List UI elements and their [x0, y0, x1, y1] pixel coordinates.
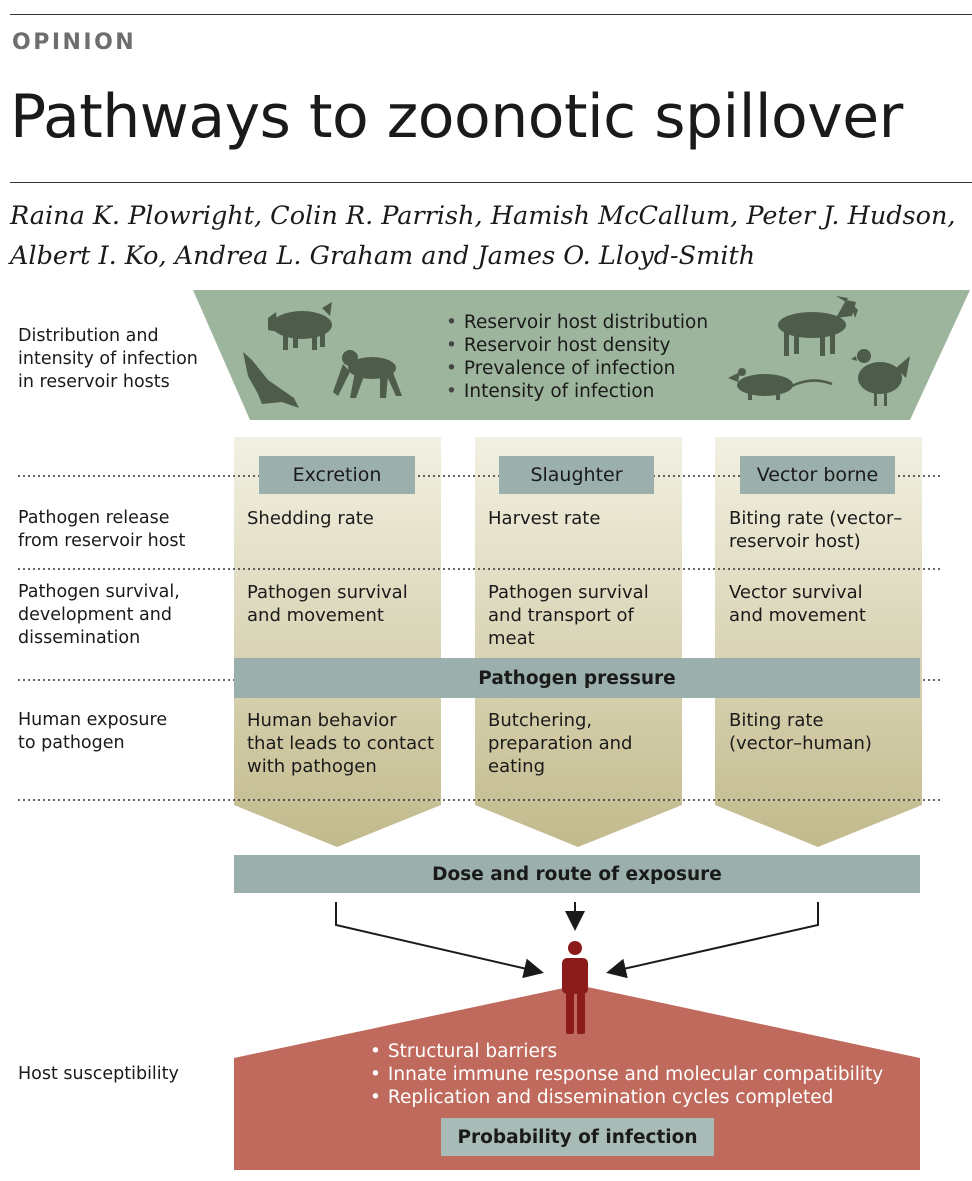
row-label-release: Pathogen release from reservoir host [18, 507, 218, 553]
reservoir-bullet: Intensity of infection [446, 380, 708, 403]
author-list: Raina K. Plowright, Colin R. Parrish, Ha… [10, 196, 970, 276]
cell-slaughter-exposure: Butchering, preparation and eating [488, 709, 632, 778]
cell-line: eating [488, 756, 545, 777]
row-label-line: intensity of infection [18, 349, 198, 369]
cell-line: Shedding rate [247, 508, 374, 529]
cell-line: Pathogen survival [247, 582, 408, 603]
reservoir-bullet: Prevalence of infection [446, 357, 708, 380]
cell-line: Human behavior [247, 710, 397, 731]
cell-line: and movement [729, 605, 866, 626]
title-rule [10, 182, 972, 183]
pathogen-pressure-bar: Pathogen pressure [234, 658, 920, 698]
reservoir-bullet: Reservoir host density [446, 334, 708, 357]
top-rule [10, 14, 972, 15]
bat-icon [243, 352, 299, 408]
cell-line: preparation and [488, 733, 633, 754]
column-excretion [234, 437, 441, 847]
goat-icon [778, 296, 858, 356]
authors-line-1: Raina K. Plowright, Colin R. Parrish, Ha… [10, 201, 956, 231]
person-icon [562, 941, 588, 1034]
cell-vector-survival: Vector survival and movement [729, 581, 866, 627]
chicken-icon [851, 349, 910, 406]
column-heading-vector: Vector borne [740, 456, 895, 494]
cell-slaughter-release: Harvest rate [488, 507, 600, 530]
row-label-line: to pathogen [18, 733, 125, 753]
column-heading-excretion: Excretion [259, 456, 415, 494]
row-label-line: in reservoir hosts [18, 372, 170, 392]
cell-excretion-exposure: Human behavior that leads to contact wit… [247, 709, 434, 778]
cell-line: with pathogen [247, 756, 377, 777]
reservoir-bullet-list: Reservoir host distribution Reservoir ho… [446, 311, 708, 403]
host-bullet: Replication and dissemination cycles com… [370, 1086, 883, 1109]
pig-icon [268, 302, 332, 350]
row-label-reservoir: Distribution and intensity of infection … [18, 325, 218, 394]
row-label-line: development and [18, 605, 172, 625]
cell-line: Pathogen survival [488, 582, 649, 603]
column-slaughter [475, 437, 682, 847]
cell-line: meat [488, 628, 535, 649]
rat-icon [728, 368, 833, 400]
cell-line: Biting rate [729, 710, 824, 731]
cell-line: that leads to contact [247, 733, 435, 754]
cell-line: Butchering, [488, 710, 593, 731]
reservoir-bullet: Reservoir host distribution [446, 311, 708, 334]
dose-route-bar: Dose and route of exposure [234, 855, 920, 893]
cell-vector-exposure: Biting rate (vector–human) [729, 709, 872, 755]
cell-line: and movement [247, 605, 384, 626]
column-heading-slaughter: Slaughter [499, 456, 654, 494]
cell-excretion-release: Shedding rate [247, 507, 374, 530]
cell-line: Biting rate (vector– [729, 508, 903, 529]
probability-of-infection-box: Probability of infection [441, 1118, 714, 1156]
row-label-line: Distribution and [18, 326, 159, 346]
cell-vector-release: Biting rate (vector– reservoir host) [729, 507, 902, 553]
cell-line: and transport of [488, 605, 634, 626]
row-label-line: Pathogen survival, [18, 582, 180, 602]
cell-line: reservoir host) [729, 531, 861, 552]
host-bullet: Structural barriers [370, 1040, 883, 1063]
host-bullet-list: Structural barriers Innate immune respon… [370, 1040, 883, 1109]
row-label-line: Human exposure [18, 710, 168, 730]
row-label-exposure: Human exposure to pathogen [18, 709, 218, 755]
cell-line: (vector–human) [729, 733, 872, 754]
row-label-host: Host susceptibility [18, 1064, 179, 1084]
row-label-survival: Pathogen survival, development and disse… [18, 581, 218, 650]
exposure-arrows [335, 902, 819, 979]
column-vector [715, 437, 922, 847]
host-bullet: Innate immune response and molecular com… [370, 1063, 883, 1086]
cell-excretion-survival: Pathogen survival and movement [247, 581, 408, 627]
chimpanzee-icon [333, 350, 402, 398]
row-label-line: from reservoir host [18, 531, 186, 551]
row-label-line: dissemination [18, 628, 141, 648]
cell-line: Vector survival [729, 582, 863, 603]
cell-line: Harvest rate [488, 508, 601, 529]
section-kicker: OPINION [12, 30, 137, 55]
row-label-line: Pathogen release [18, 508, 170, 528]
page-title: Pathways to zoonotic spillover [10, 82, 903, 152]
authors-line-2: Albert I. Ko, Andrea L. Graham and James… [10, 241, 756, 271]
cell-slaughter-survival: Pathogen survival and transport of meat [488, 581, 649, 650]
